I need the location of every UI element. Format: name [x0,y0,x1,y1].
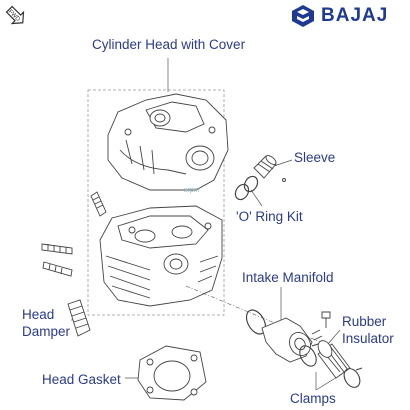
label-damper: Damper [22,324,71,339]
label-clamps: Clamps [290,391,336,406]
assembly-box [87,89,225,316]
intake-manifold-part [261,317,323,363]
clamps-part [299,343,363,388]
leader-sleeve [273,159,293,167]
label-head-gasket: Head Gasket [42,372,121,387]
damper-studs [41,243,73,277]
label-rubber: Rubber [342,314,387,329]
label-cylinder-head: Cylinder Head with Cover [92,37,246,52]
label-intake-manifold: Intake Manifold [242,270,334,285]
bajaj-logo: BAJAJ [290,4,388,28]
rubber-insulator-part [317,340,351,379]
watermark: srpm [184,187,200,194]
label-o-ring-kit: 'O' Ring Kit [236,209,303,224]
cylinder-head [99,205,223,307]
stud-bolt [90,191,107,217]
label-sleeve: Sleeve [294,150,336,165]
leader-rubber [327,329,341,345]
fwd-arrow-icon: FWD [5,5,25,25]
intake-o-ring [245,309,267,335]
brand-name: BAJAJ [321,5,389,26]
leader-o-ring [250,189,263,207]
manifold-bolt [321,311,331,328]
sleeve-part [253,155,286,182]
label-insulator: Insulator [342,331,394,346]
label-head: Head [22,307,55,322]
head-gasket-part [137,345,207,401]
head-damper-part [67,299,91,337]
bajaj-hex-logo-icon [292,5,314,27]
o-ring-part [234,175,259,201]
cylinder-head-cover [107,93,229,191]
